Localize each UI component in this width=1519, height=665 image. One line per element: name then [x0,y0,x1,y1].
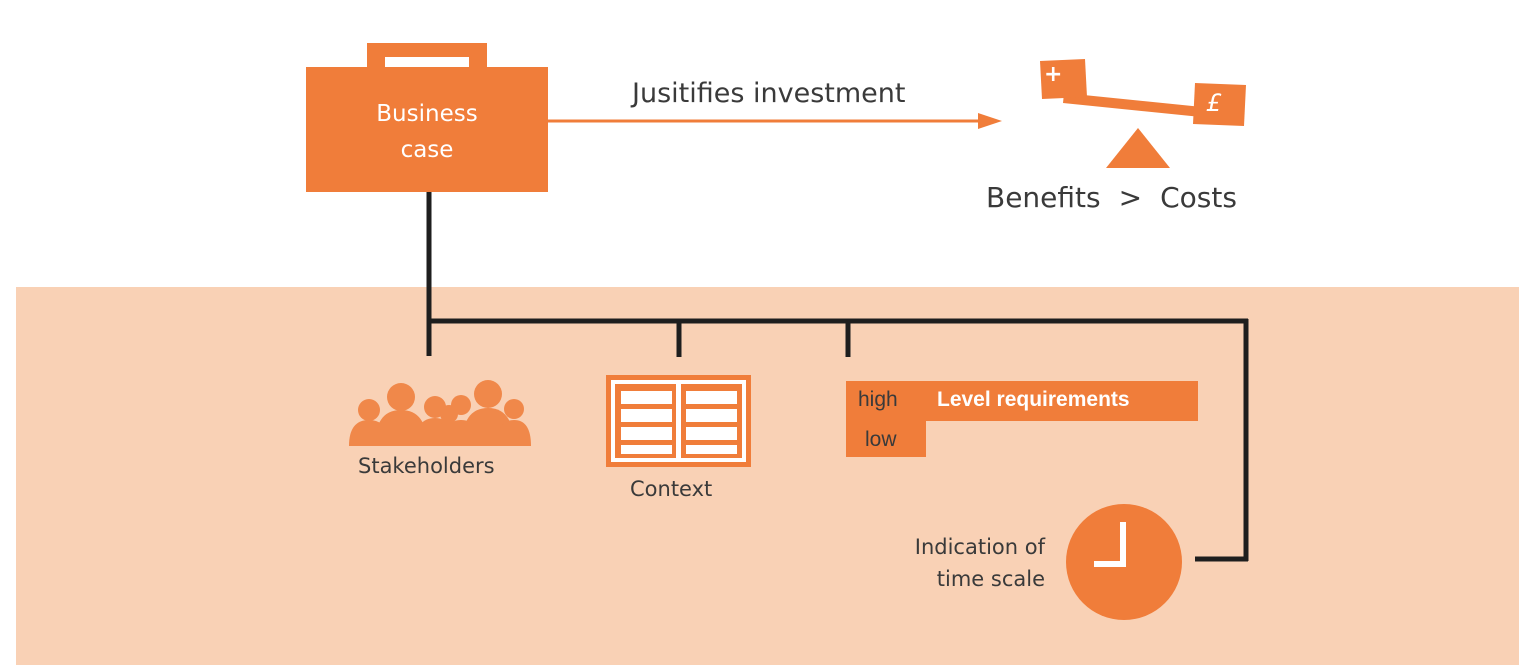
justifies-arrow [548,113,1002,129]
document-grid-icon [606,375,751,467]
benefits-label: Benefits [986,181,1101,214]
background-band [16,287,1519,665]
benefits-costs-comparison: Benefits > Costs [986,181,1237,214]
plus-symbol: + [1044,62,1063,87]
context-label: Context [630,477,713,501]
comparator-symbol: > [1118,181,1143,214]
time-scale-label: Indication of time scale [880,531,1045,595]
business-case-title: Business case [306,96,548,168]
requirements-high: high [858,388,898,411]
people-group-icon [349,380,531,446]
seesaw-balance-icon [1040,59,1246,168]
clock-icon [1066,504,1182,620]
pound-symbol: £ [1206,89,1222,117]
stakeholders-label: Stakeholders [358,454,495,478]
business-case-line2: case [400,137,454,163]
briefcase-icon [306,43,548,192]
costs-label: Costs [1160,181,1237,214]
requirements-label: Level requirements [937,388,1130,411]
time-scale-line2: time scale [936,567,1045,591]
time-scale-line1: Indication of [914,535,1045,559]
arrow-label: Jusitifies investment [632,78,906,109]
business-case-line1: Business [376,101,478,127]
connector-lines [426,190,1249,562]
requirements-low: low [865,428,897,451]
requirements-block [846,381,1198,457]
